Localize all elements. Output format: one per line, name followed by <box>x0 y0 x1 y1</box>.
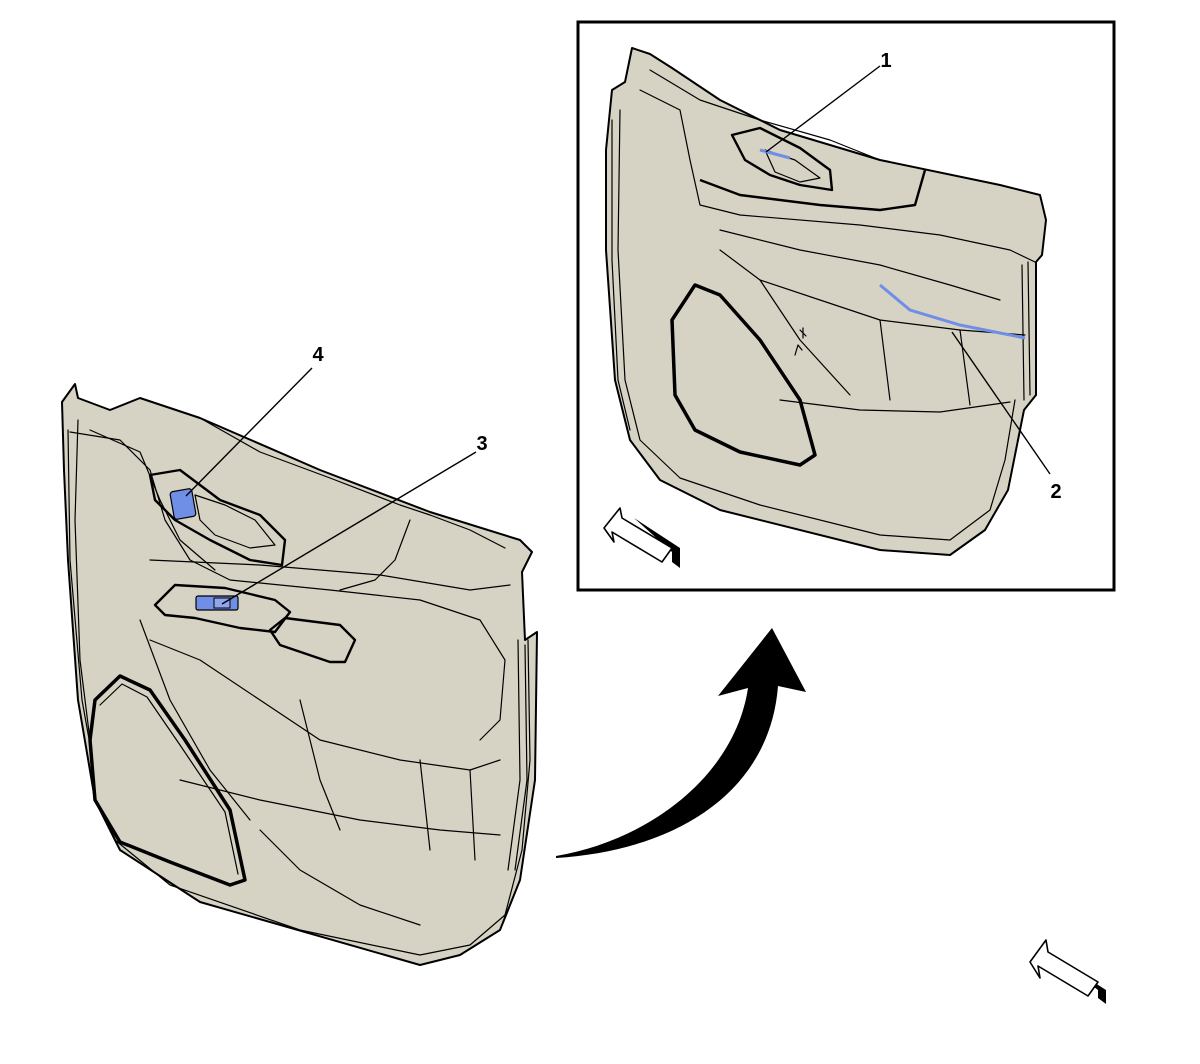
main-door-trim-panel <box>61 383 538 966</box>
leader-line-4 <box>185 367 313 497</box>
detail-pocket-contour-1 <box>719 249 1026 336</box>
detail-clip-mark <box>794 327 807 356</box>
main-upper-edge <box>199 417 506 549</box>
main-handle-bezel <box>148 468 287 567</box>
detail-shelf-line <box>719 229 1001 301</box>
main-handle-cavity <box>194 494 276 549</box>
curved-arrow-icon <box>556 628 806 858</box>
main-panel-right-strip <box>507 639 528 871</box>
callout-2: 2 <box>1050 481 1061 503</box>
callout-4: 4 <box>312 344 324 366</box>
main-switch-bezel <box>153 583 292 634</box>
leader-line-2 <box>951 331 1051 475</box>
leader-line-3 <box>221 451 477 605</box>
main-bolster <box>339 519 411 591</box>
detail-speaker-grille <box>670 283 817 467</box>
main-pocket-contour-2 <box>179 779 501 836</box>
main-pocket-contour-4 <box>139 619 251 821</box>
leader-line-1 <box>765 65 881 153</box>
forward-direction-arrow-icon <box>1029 939 1106 1004</box>
callout-1: 1 <box>880 50 891 72</box>
detail-panel-rim <box>617 109 1016 541</box>
detail-upper-trim <box>639 89 1036 263</box>
detail-handle-highlight <box>759 148 791 160</box>
main-speaker-rim <box>99 683 239 875</box>
detail-pocket-contour-3 <box>759 279 971 406</box>
main-pocket-contour-5 <box>299 699 476 861</box>
detail-trim-channel <box>699 169 927 212</box>
detail-right-strip <box>1021 261 1031 401</box>
callout-3: 3 <box>476 433 487 455</box>
main-speaker-grille <box>88 674 247 887</box>
main-lock-switch-highlight <box>169 488 197 520</box>
main-panel-body <box>61 383 538 966</box>
detail-handle-cavity <box>764 149 821 183</box>
detail-handle-bezel <box>730 126 834 192</box>
main-pull-handle <box>268 616 357 664</box>
main-pocket-contour-3 <box>259 829 421 926</box>
detail-trim-strip-highlight <box>879 283 1026 340</box>
detail-door-trim-panel <box>605 47 1047 556</box>
main-window-switch-button <box>213 597 231 609</box>
detail-upper-trim-2 <box>649 69 881 161</box>
main-upper-trim-2 <box>89 429 216 571</box>
detail-pocket-contour-2 <box>779 399 1011 413</box>
main-panel-rim <box>74 419 531 956</box>
detail-panel-rim-inner <box>611 119 631 431</box>
forward-direction-arrow-icon <box>603 507 680 568</box>
